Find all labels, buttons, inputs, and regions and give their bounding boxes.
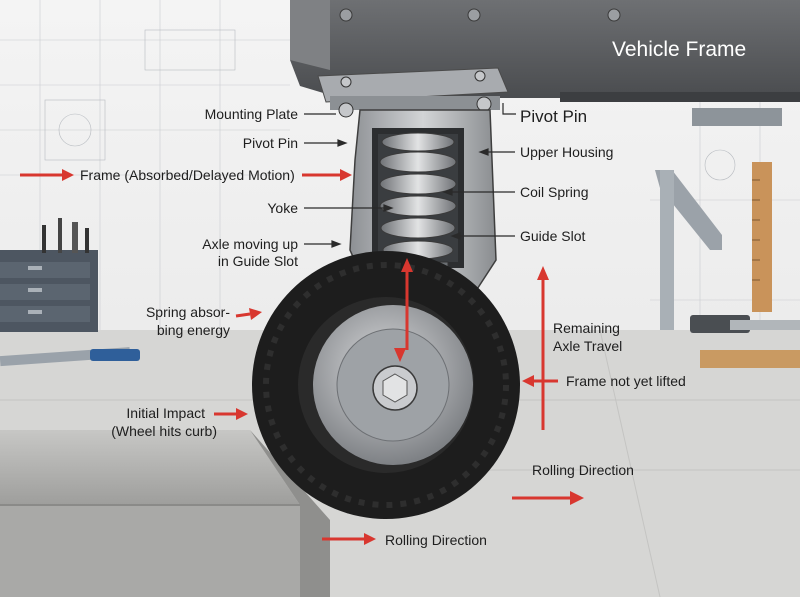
label-yoke: Yoke bbox=[267, 200, 298, 216]
label-rolling-direction-right: Rolling Direction bbox=[532, 462, 634, 478]
label-initial-impact-1: Initial Impact bbox=[126, 405, 205, 421]
label-upper-housing: Upper Housing bbox=[520, 144, 614, 160]
red-arrows bbox=[20, 169, 584, 545]
label-pivot-pin-right: Pivot Pin bbox=[520, 107, 588, 126]
label-axle-moving-2: in Guide Slot bbox=[217, 253, 298, 269]
carpentry-tools bbox=[655, 108, 800, 368]
wheel bbox=[252, 251, 520, 519]
label-mounting-plate: Mounting Plate bbox=[204, 106, 298, 122]
label-initial-impact-2: (Wheel hits curb) bbox=[111, 423, 217, 439]
label-frame-motion: Frame (Absorbed/Delayed Motion) bbox=[80, 167, 295, 183]
toolbox bbox=[0, 218, 140, 367]
label-spring-absorbing-2: bing energy bbox=[156, 322, 230, 338]
page-title: Vehicle Frame bbox=[612, 38, 747, 61]
label-coil-spring: Coil Spring bbox=[520, 184, 589, 200]
label-spring-absorbing-1: Spring absor- bbox=[145, 304, 230, 320]
label-frame-not-lifted: Frame not yet lifted bbox=[566, 373, 686, 389]
leader-lines bbox=[304, 103, 516, 248]
curb bbox=[0, 430, 330, 597]
label-rolling-direction-bottom: Rolling Direction bbox=[385, 532, 487, 548]
label-guide-slot: Guide Slot bbox=[520, 228, 586, 244]
label-axle-moving-1: Axle moving up bbox=[202, 236, 298, 252]
label-pivot-pin-left: Pivot Pin bbox=[242, 135, 298, 151]
coil-spring bbox=[379, 132, 457, 260]
label-remaining-travel-1: Remaining bbox=[553, 320, 620, 336]
label-remaining-travel-2: Axle Travel bbox=[553, 338, 623, 354]
